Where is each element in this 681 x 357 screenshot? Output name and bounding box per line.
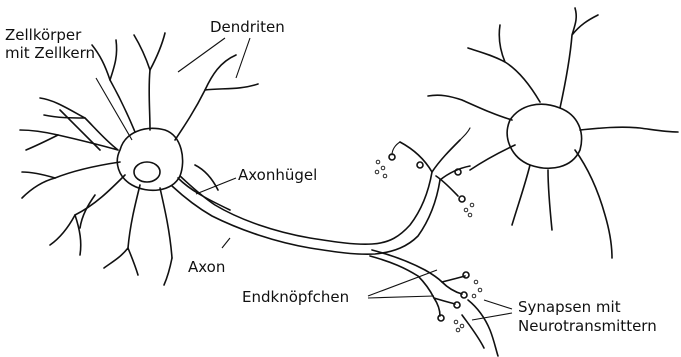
label-terminal-buttons: Endknöpfchen [242,288,349,306]
cell-body-left [55,70,230,258]
label-axon: Axon [188,258,225,276]
label-cell-body-line1: Zellkörper [5,26,82,44]
axon-terminals-upper [389,128,470,202]
cell-body-right [428,8,678,258]
label-synapses-line1: Synapsen mit [518,298,621,316]
axon-terminals-lower [434,272,498,356]
label-synapses-line2: Neurotransmittern [518,317,657,335]
nucleus [134,162,160,182]
axon [172,172,442,298]
label-cell-body-line2: mit Zellkern [5,44,95,62]
label-axon-hillock: Axonhügel [238,166,317,184]
label-dendrites: Dendriten [210,18,285,36]
